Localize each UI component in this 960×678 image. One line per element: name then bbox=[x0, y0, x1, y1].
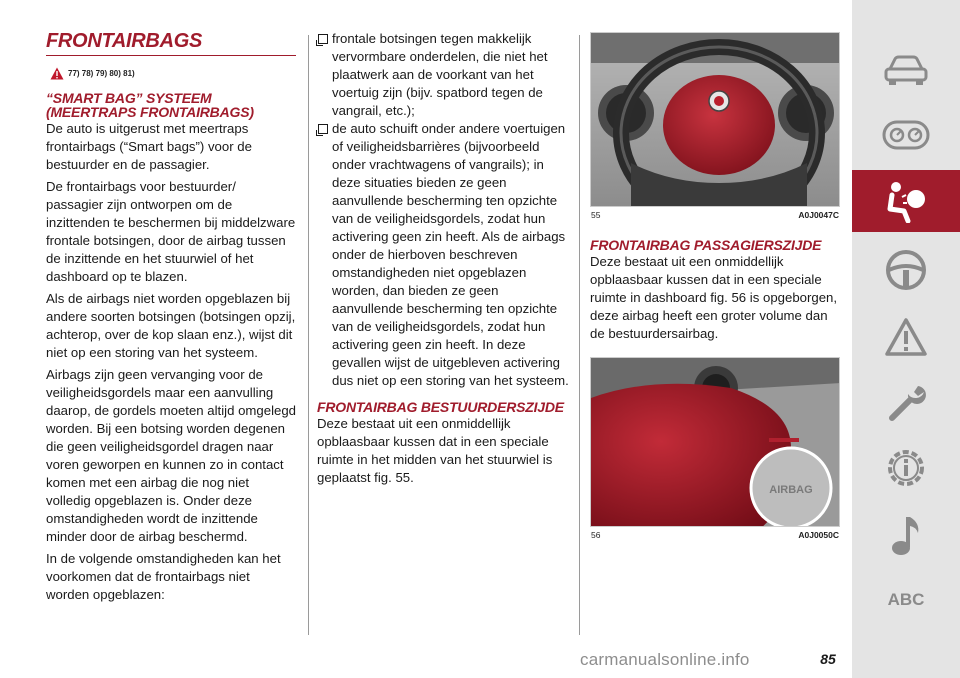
watermark: carmanualsonline.info bbox=[580, 650, 750, 669]
list-item: frontale botsingen tegen makkelijk vervo… bbox=[316, 30, 572, 120]
column-divider bbox=[308, 35, 309, 635]
figure-56-dashboard: AIRBAG bbox=[590, 357, 840, 527]
figure-number: 55 bbox=[591, 210, 601, 220]
figure-code: A0J0047C bbox=[798, 210, 839, 220]
title-rule bbox=[46, 55, 296, 56]
index-label: ABC bbox=[887, 590, 925, 609]
nav-item-multimedia[interactable] bbox=[852, 505, 960, 565]
nav-item-safety[interactable] bbox=[852, 170, 960, 232]
dashboard-gauges-icon bbox=[882, 120, 930, 150]
checkbox-bullet-icon bbox=[316, 124, 328, 136]
warning-reference-row: 77) 78) 79) 80) 81) bbox=[50, 66, 296, 80]
list-item-text: de auto schuift onder andere voertuigen … bbox=[332, 121, 569, 388]
figure-55-steering-wheel bbox=[590, 32, 840, 207]
figure-code: A0J0050C bbox=[798, 530, 839, 540]
airbag-label: AIRBAG bbox=[769, 484, 812, 496]
paragraph: De frontairbags voor bestuurder/ passagi… bbox=[46, 179, 296, 284]
figure-caption: 55 A0J0047C bbox=[590, 210, 840, 220]
steering-wheel-icon bbox=[886, 250, 926, 290]
nav-item-emergency[interactable] bbox=[852, 308, 960, 366]
column-3: 55 A0J0047C FRONTAIRBAG PASSAGIERSZIJDE … bbox=[590, 30, 840, 540]
passenger-airbag-image: AIRBAG bbox=[591, 358, 839, 526]
paragraph: De auto is uitgerust met meertraps front… bbox=[46, 121, 252, 172]
seated-person-airbag-icon bbox=[887, 182, 925, 223]
column-divider bbox=[579, 35, 580, 635]
nav-item-index[interactable]: ABC bbox=[852, 582, 960, 618]
paragraph: Deze bestaat uit een onmiddellijk opblaa… bbox=[590, 254, 838, 341]
column-2: frontale botsingen tegen makkelijk vervo… bbox=[316, 30, 572, 487]
figure-caption: 56 A0J0050C bbox=[590, 530, 840, 540]
chapter-sidebar: ABC bbox=[852, 0, 960, 678]
page-number: 85 bbox=[820, 651, 836, 667]
paragraph: Deze bestaat uit een onmiddellijk opblaa… bbox=[317, 416, 553, 485]
nav-item-car[interactable] bbox=[852, 40, 960, 100]
car-icon bbox=[884, 55, 928, 85]
subsection-heading: FRONTAIRBAG PASSAGIERSZIJDE bbox=[590, 237, 822, 253]
column-1: FRONTAIRBAGS 77) 78) 79) 80) 81) “SMART … bbox=[46, 30, 296, 604]
checkbox-bullet-icon bbox=[316, 34, 328, 46]
nav-item-technical-data[interactable] bbox=[852, 438, 960, 498]
warning-triangle-icon bbox=[50, 67, 64, 79]
nav-item-dashboard[interactable] bbox=[852, 110, 960, 160]
nav-item-driving[interactable] bbox=[852, 240, 960, 300]
list-item-text: frontale botsingen tegen makkelijk vervo… bbox=[332, 31, 548, 118]
warning-references[interactable]: 77) 78) 79) 80) 81) bbox=[68, 68, 135, 78]
paragraph: Als de airbags niet worden opgeblazen bi… bbox=[46, 291, 296, 360]
nav-item-maintenance[interactable] bbox=[852, 372, 960, 432]
gear-info-icon bbox=[888, 450, 924, 486]
warning-triangle-icon bbox=[885, 318, 927, 356]
paragraph: Airbags zijn geen vervanging voor de vei… bbox=[46, 367, 296, 544]
music-note-icon bbox=[892, 517, 919, 555]
subsection-heading: FRONTAIRBAG BESTUURDERSZIJDE bbox=[317, 399, 564, 415]
paragraph: In de volgende omstandigheden kan het vo… bbox=[46, 551, 281, 602]
wrench-icon bbox=[889, 386, 926, 421]
figure-number: 56 bbox=[591, 530, 601, 540]
section-title: FRONTAIRBAGS bbox=[46, 30, 203, 52]
subsection-heading: “SMART BAG” SYSTEEM (MEERTRAPS FRONTAIRB… bbox=[46, 90, 254, 120]
steering-wheel-airbag-image bbox=[591, 33, 839, 206]
list-item: de auto schuift onder andere voertuigen … bbox=[316, 120, 572, 390]
